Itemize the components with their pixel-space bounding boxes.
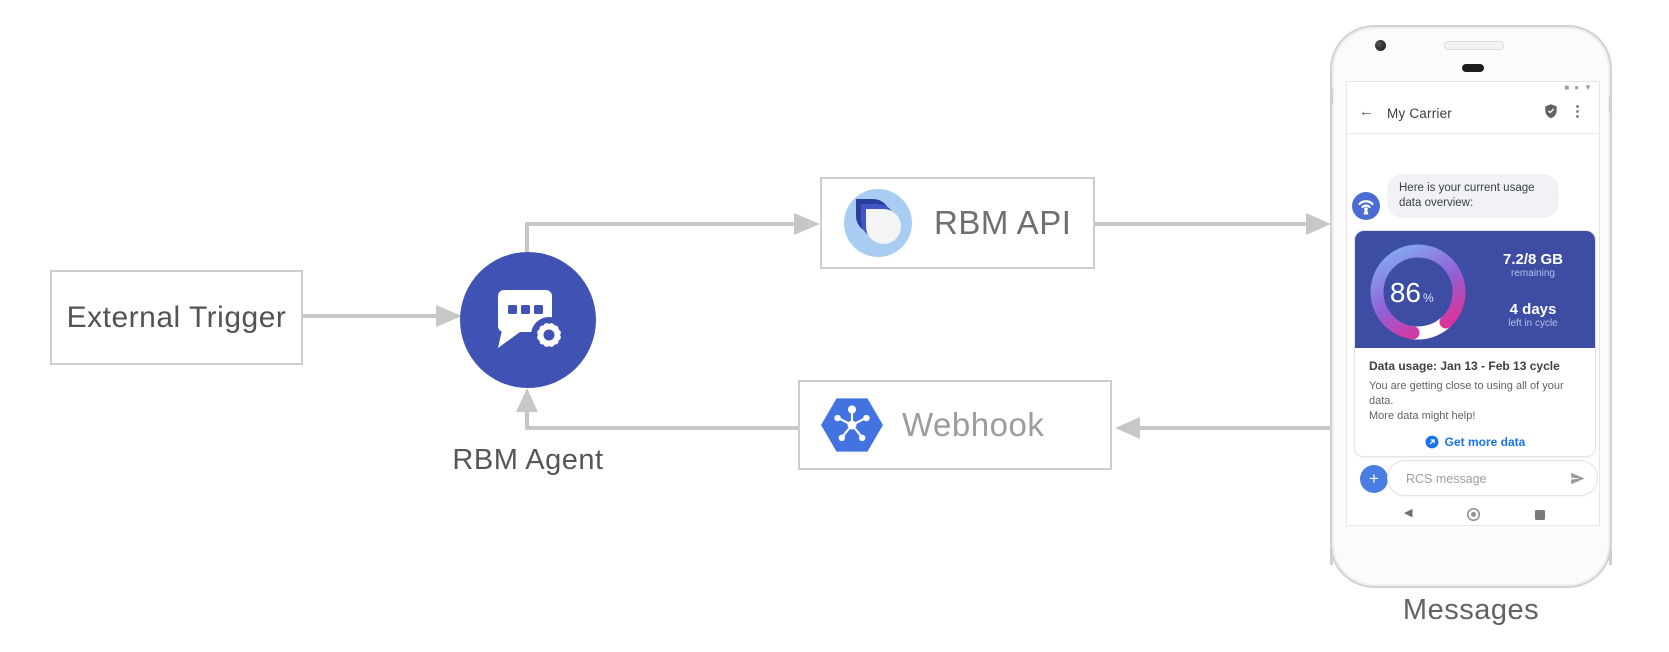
antenna-band xyxy=(1330,549,1333,565)
days-left-value: 4 days xyxy=(1509,301,1557,318)
antenna-band xyxy=(1609,549,1612,565)
rbm-agent-label: RBM Agent xyxy=(452,444,604,476)
back-arrow-icon[interactable]: ← xyxy=(1359,103,1374,120)
phone-screen: ■ ● ▼ ← My Carrier ⋮ xyxy=(1346,81,1600,526)
chat-bubble-line: data overview: xyxy=(1399,197,1474,209)
nav-back-button[interactable]: ◀ xyxy=(1404,507,1413,519)
front-camera-icon xyxy=(1375,40,1386,51)
usage-card-title: Data usage: Jan 13 - Feb 13 cycle xyxy=(1369,359,1560,373)
arrowhead-right-icon xyxy=(1306,213,1331,235)
usage-card: 86 % 7.2/8 GB remaining 4 days left in c… xyxy=(1354,230,1596,457)
usage-card-body: Data usage: Jan 13 - Feb 13 cycle You ar… xyxy=(1355,348,1595,449)
get-more-data-button[interactable]: Get more data xyxy=(1369,435,1581,449)
get-more-data-label: Get more data xyxy=(1444,435,1526,449)
header-divider xyxy=(1347,133,1599,134)
phone-mockup: ■ ● ▼ ← My Carrier ⋮ xyxy=(1330,25,1612,588)
attach-plus-button[interactable]: + xyxy=(1360,465,1388,493)
cloud-hexagon-icon xyxy=(821,398,883,452)
webhook-node: Webhook xyxy=(798,380,1112,470)
nav-recents-button[interactable] xyxy=(1535,510,1545,520)
conversation-title: My Carrier xyxy=(1387,106,1452,121)
status-square-icon: ■ xyxy=(1564,83,1570,92)
usage-card-text: You are getting close to using all of yo… xyxy=(1369,380,1564,422)
webhook-label: Webhook xyxy=(902,406,1045,443)
compose-bar xyxy=(1387,460,1598,496)
gauge-percent-value: 86 xyxy=(1390,277,1421,308)
usage-card-hero: 86 % 7.2/8 GB remaining 4 days left in c… xyxy=(1355,231,1595,348)
status-triangle-icon: ▼ xyxy=(1584,83,1592,92)
usage-stats: 7.2/8 GB remaining 4 days left in cycle xyxy=(1475,231,1591,329)
nav-home-button[interactable] xyxy=(1467,508,1480,521)
rbm-api-label: RBM API xyxy=(934,204,1072,241)
arrowhead-up-icon xyxy=(516,388,538,412)
chat-bubble-line: Here is your current usage xyxy=(1399,182,1535,194)
arrow-webhook-to-agent xyxy=(525,412,798,430)
gauge-percent-unit: % xyxy=(1423,291,1434,305)
rbm-agent-node xyxy=(460,252,596,388)
overflow-menu-icon[interactable]: ⋮ xyxy=(1570,103,1585,120)
earpiece-pill xyxy=(1462,64,1484,72)
broadcast-icon xyxy=(1358,200,1374,215)
rbm-api-node: RBM API xyxy=(820,177,1095,269)
send-icon[interactable] xyxy=(1569,470,1586,490)
days-left-caption: left in cycle xyxy=(1508,318,1558,329)
verified-shield-icon xyxy=(1543,103,1559,122)
external-trigger-node: External Trigger xyxy=(50,270,303,365)
messages-caption: Messages xyxy=(1402,594,1540,626)
data-remaining-caption: remaining xyxy=(1511,268,1555,279)
arrowhead-left-icon xyxy=(1115,417,1140,439)
rcs-message-input[interactable] xyxy=(1404,462,1558,496)
external-trigger-label: External Trigger xyxy=(66,300,287,334)
globe-arrow-icon xyxy=(1425,435,1439,449)
status-dot-icon: ● xyxy=(1574,83,1580,92)
side-button xyxy=(1609,97,1612,113)
data-remaining-value: 7.2/8 GB xyxy=(1502,251,1564,268)
status-bar: ■ ● ▼ xyxy=(1564,84,1592,92)
arrowhead-right-icon xyxy=(436,305,462,327)
usage-gauge: 86 % xyxy=(1370,244,1466,340)
side-button xyxy=(1330,89,1333,105)
chat-gear-icon xyxy=(498,290,567,353)
arrow-agent-to-api xyxy=(525,222,794,252)
chat-bubble: Here is your current usage data overview… xyxy=(1387,174,1559,218)
carrier-avatar xyxy=(1352,192,1380,220)
arrowhead-right-icon xyxy=(794,213,820,235)
rbm-api-logo-icon xyxy=(844,189,912,257)
speaker-slot xyxy=(1444,41,1504,50)
